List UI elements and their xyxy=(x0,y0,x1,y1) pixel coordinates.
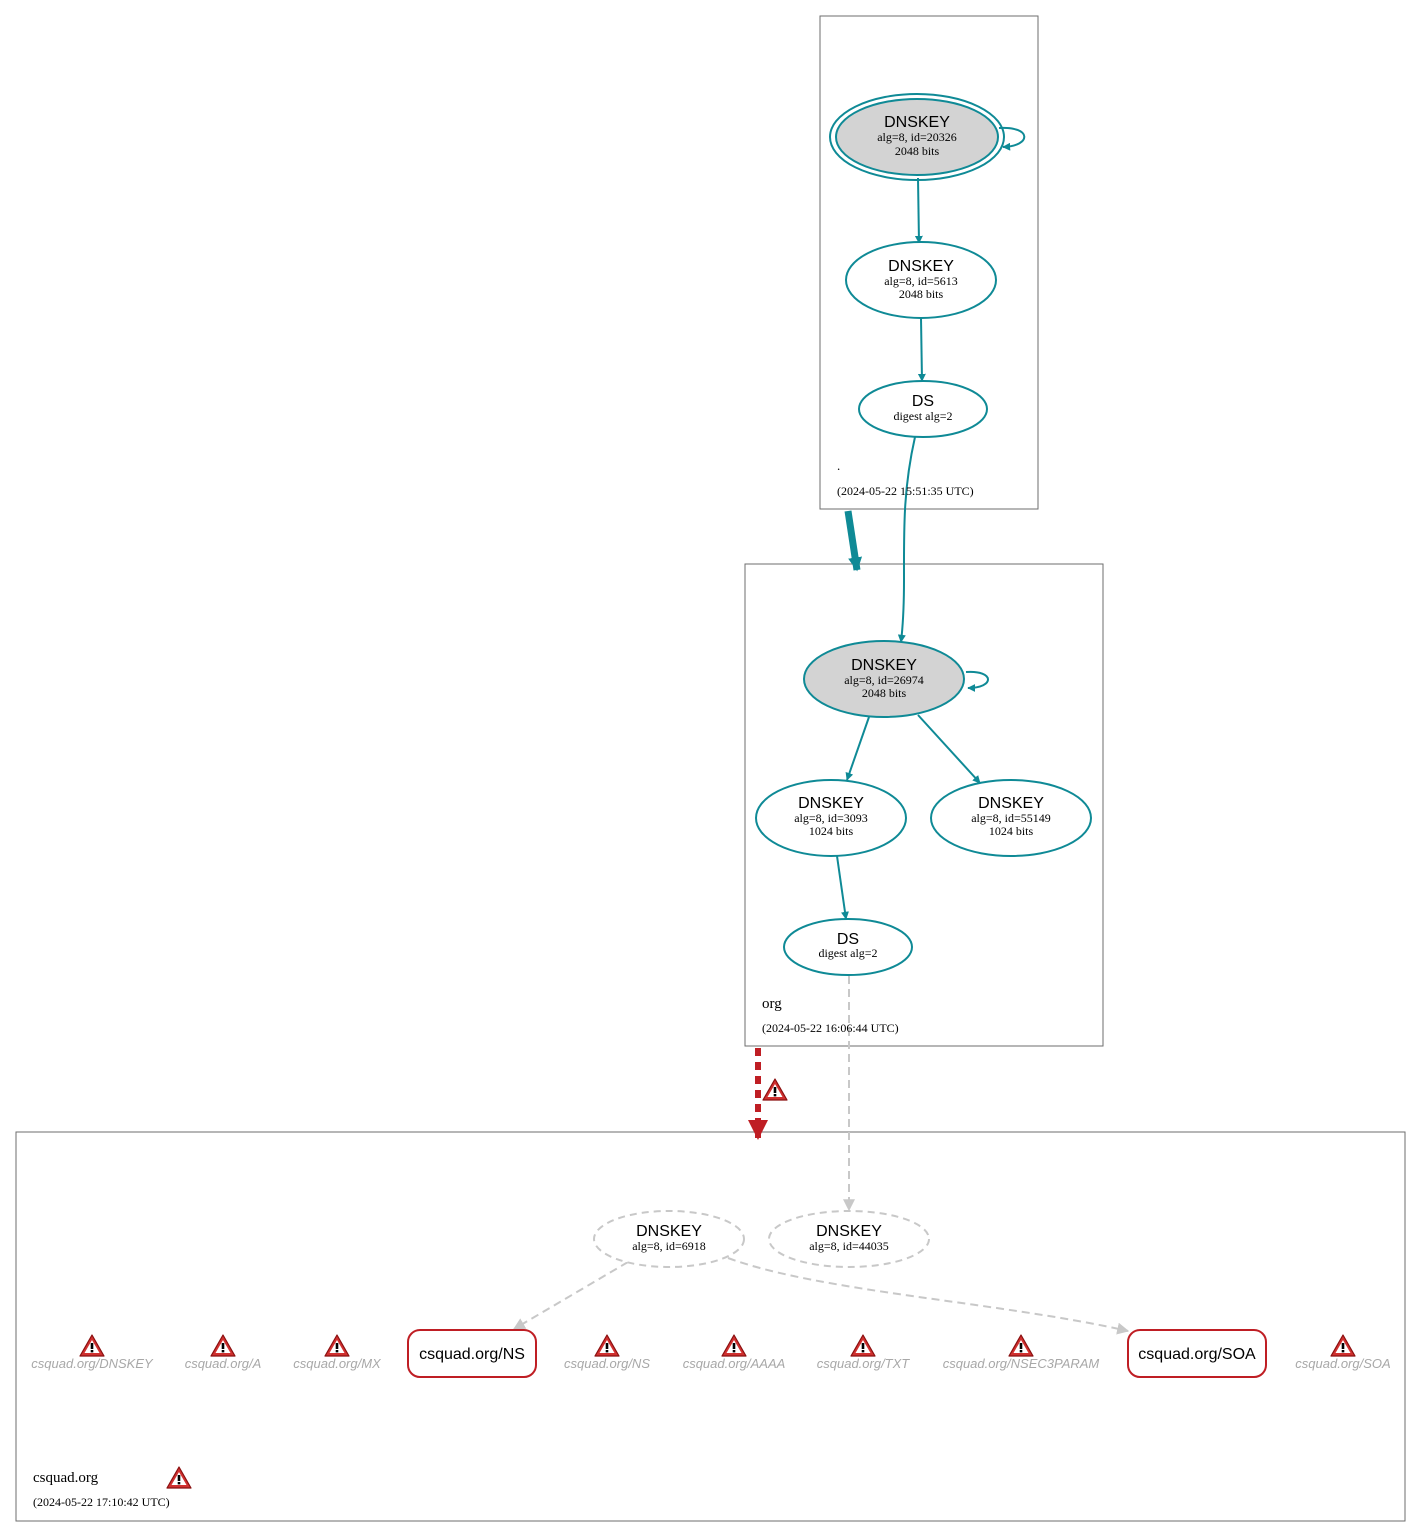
cs-key2-node: DNSKEY alg=8, id=44035 xyxy=(768,1210,930,1268)
edge-org-ksk-to-zsk1 xyxy=(845,716,870,781)
org-ds-node: DS digest alg=2 xyxy=(783,918,913,976)
zone-org-timestamp: (2024-05-22 16:06:44 UTC) xyxy=(762,1021,899,1035)
node-title: DNSKEY xyxy=(978,795,1044,812)
rrset-label: csquad.org/NS xyxy=(419,1346,525,1363)
edge-org-ksk-to-zsk2 xyxy=(917,714,981,784)
delegation-warning-icon xyxy=(762,1078,788,1101)
edge-root-ksk-to-zsk xyxy=(914,177,923,244)
node-title: DNSKEY xyxy=(888,258,954,275)
node-detail: 1024 bits xyxy=(989,824,1034,838)
error-label: csquad.org/A xyxy=(185,1356,262,1371)
warning-icon xyxy=(324,1334,350,1357)
warning-icon xyxy=(594,1334,620,1357)
warning-icon xyxy=(79,1334,105,1357)
node-detail: 2048 bits xyxy=(895,144,940,158)
error-label: csquad.org/SOA xyxy=(1295,1356,1390,1371)
warning-icon xyxy=(850,1334,876,1357)
node-detail: alg=8, id=26974 xyxy=(844,673,924,687)
edge-org-zsk1-to-ds xyxy=(836,855,849,920)
edge-cs-key1-to-soa xyxy=(727,1257,1130,1335)
edge-root-zsk-to-ds xyxy=(917,317,926,382)
rrset-soa-node: csquad.org/SOA xyxy=(1127,1329,1267,1378)
node-title: DNSKEY xyxy=(851,657,917,674)
node-detail: alg=8, id=6918 xyxy=(632,1239,706,1253)
error-node-txt: csquad.org/TXT xyxy=(817,1334,911,1371)
node-detail: alg=8, id=55149 xyxy=(971,811,1051,825)
edge-root-to-org-delegation xyxy=(844,510,863,572)
node-detail: digest alg=2 xyxy=(893,409,952,423)
cs-key1-node: DNSKEY alg=8, id=6918 xyxy=(593,1210,745,1268)
error-node-nsec3param: csquad.org/NSEC3PARAM xyxy=(943,1334,1100,1371)
root-ds-node: DS digest alg=2 xyxy=(858,380,988,438)
error-label: csquad.org/NSEC3PARAM xyxy=(943,1356,1100,1371)
org-zsk2-node: DNSKEY alg=8, id=55149 1024 bits xyxy=(930,779,1092,857)
zone-csquad-warning-icon xyxy=(166,1466,192,1489)
node-detail: 2048 bits xyxy=(862,686,907,700)
error-node-mx: csquad.org/MX xyxy=(293,1334,382,1371)
error-label: csquad.org/NS xyxy=(564,1356,650,1371)
node-title: DNSKEY xyxy=(798,795,864,812)
org-zsk1-node: DNSKEY alg=8, id=3093 1024 bits xyxy=(755,779,907,857)
warning-icon xyxy=(721,1334,747,1357)
root-ksk-node: DNSKEY alg=8, id=20326 2048 bits xyxy=(829,93,1005,181)
node-detail: alg=8, id=5613 xyxy=(884,274,958,288)
node-title: DNSKEY xyxy=(636,1223,702,1240)
node-detail: alg=8, id=3093 xyxy=(794,811,868,825)
org-ksk-node: DNSKEY alg=8, id=26974 2048 bits xyxy=(803,640,965,718)
node-detail: 2048 bits xyxy=(899,287,944,301)
node-title: DNSKEY xyxy=(816,1223,882,1240)
edge-cs-key1-to-ns xyxy=(512,1261,629,1330)
edge-root-ds-to-org-ksk xyxy=(897,436,916,643)
zone-root-box xyxy=(819,15,1039,510)
zone-csquad-box xyxy=(15,1131,1406,1522)
zone-csquad-name: csquad.org xyxy=(33,1470,99,1486)
error-node-ns: csquad.org/NS xyxy=(564,1334,650,1371)
error-label: csquad.org/DNSKEY xyxy=(31,1356,154,1371)
warning-icon xyxy=(1330,1334,1356,1357)
rrset-label: csquad.org/SOA xyxy=(1138,1346,1256,1363)
warning-icon xyxy=(1008,1334,1034,1357)
node-title: DS xyxy=(837,931,859,948)
zone-root-name: . xyxy=(837,458,840,473)
zone-csquad-timestamp: (2024-05-22 17:10:42 UTC) xyxy=(33,1495,170,1509)
root-zsk-node: DNSKEY alg=8, id=5613 2048 bits xyxy=(845,241,997,319)
zone-org-box xyxy=(744,563,1104,1047)
error-node-dnskey: csquad.org/DNSKEY xyxy=(31,1334,154,1371)
error-label: csquad.org/AAAA xyxy=(683,1356,786,1371)
error-label: csquad.org/MX xyxy=(293,1356,382,1371)
node-detail: alg=8, id=44035 xyxy=(809,1239,889,1253)
warning-icon xyxy=(210,1334,236,1357)
error-label: csquad.org/TXT xyxy=(817,1356,911,1371)
edge-org-ksk-self xyxy=(965,670,989,692)
error-node-soa: csquad.org/SOA xyxy=(1295,1334,1391,1371)
edge-root-ksk-self xyxy=(998,126,1026,151)
node-detail: alg=8, id=20326 xyxy=(877,130,957,144)
node-title: DS xyxy=(912,393,934,410)
error-node-a: csquad.org/A xyxy=(185,1334,262,1371)
node-title: DNSKEY xyxy=(884,114,950,131)
zone-root-timestamp: (2024-05-22 15:51:35 UTC) xyxy=(837,484,974,498)
rrset-ns-node: csquad.org/NS xyxy=(407,1329,537,1378)
node-detail: 1024 bits xyxy=(809,824,854,838)
error-node-aaaa: csquad.org/AAAA xyxy=(683,1334,786,1371)
zone-org-name: org xyxy=(762,996,782,1012)
node-detail: digest alg=2 xyxy=(818,946,877,960)
